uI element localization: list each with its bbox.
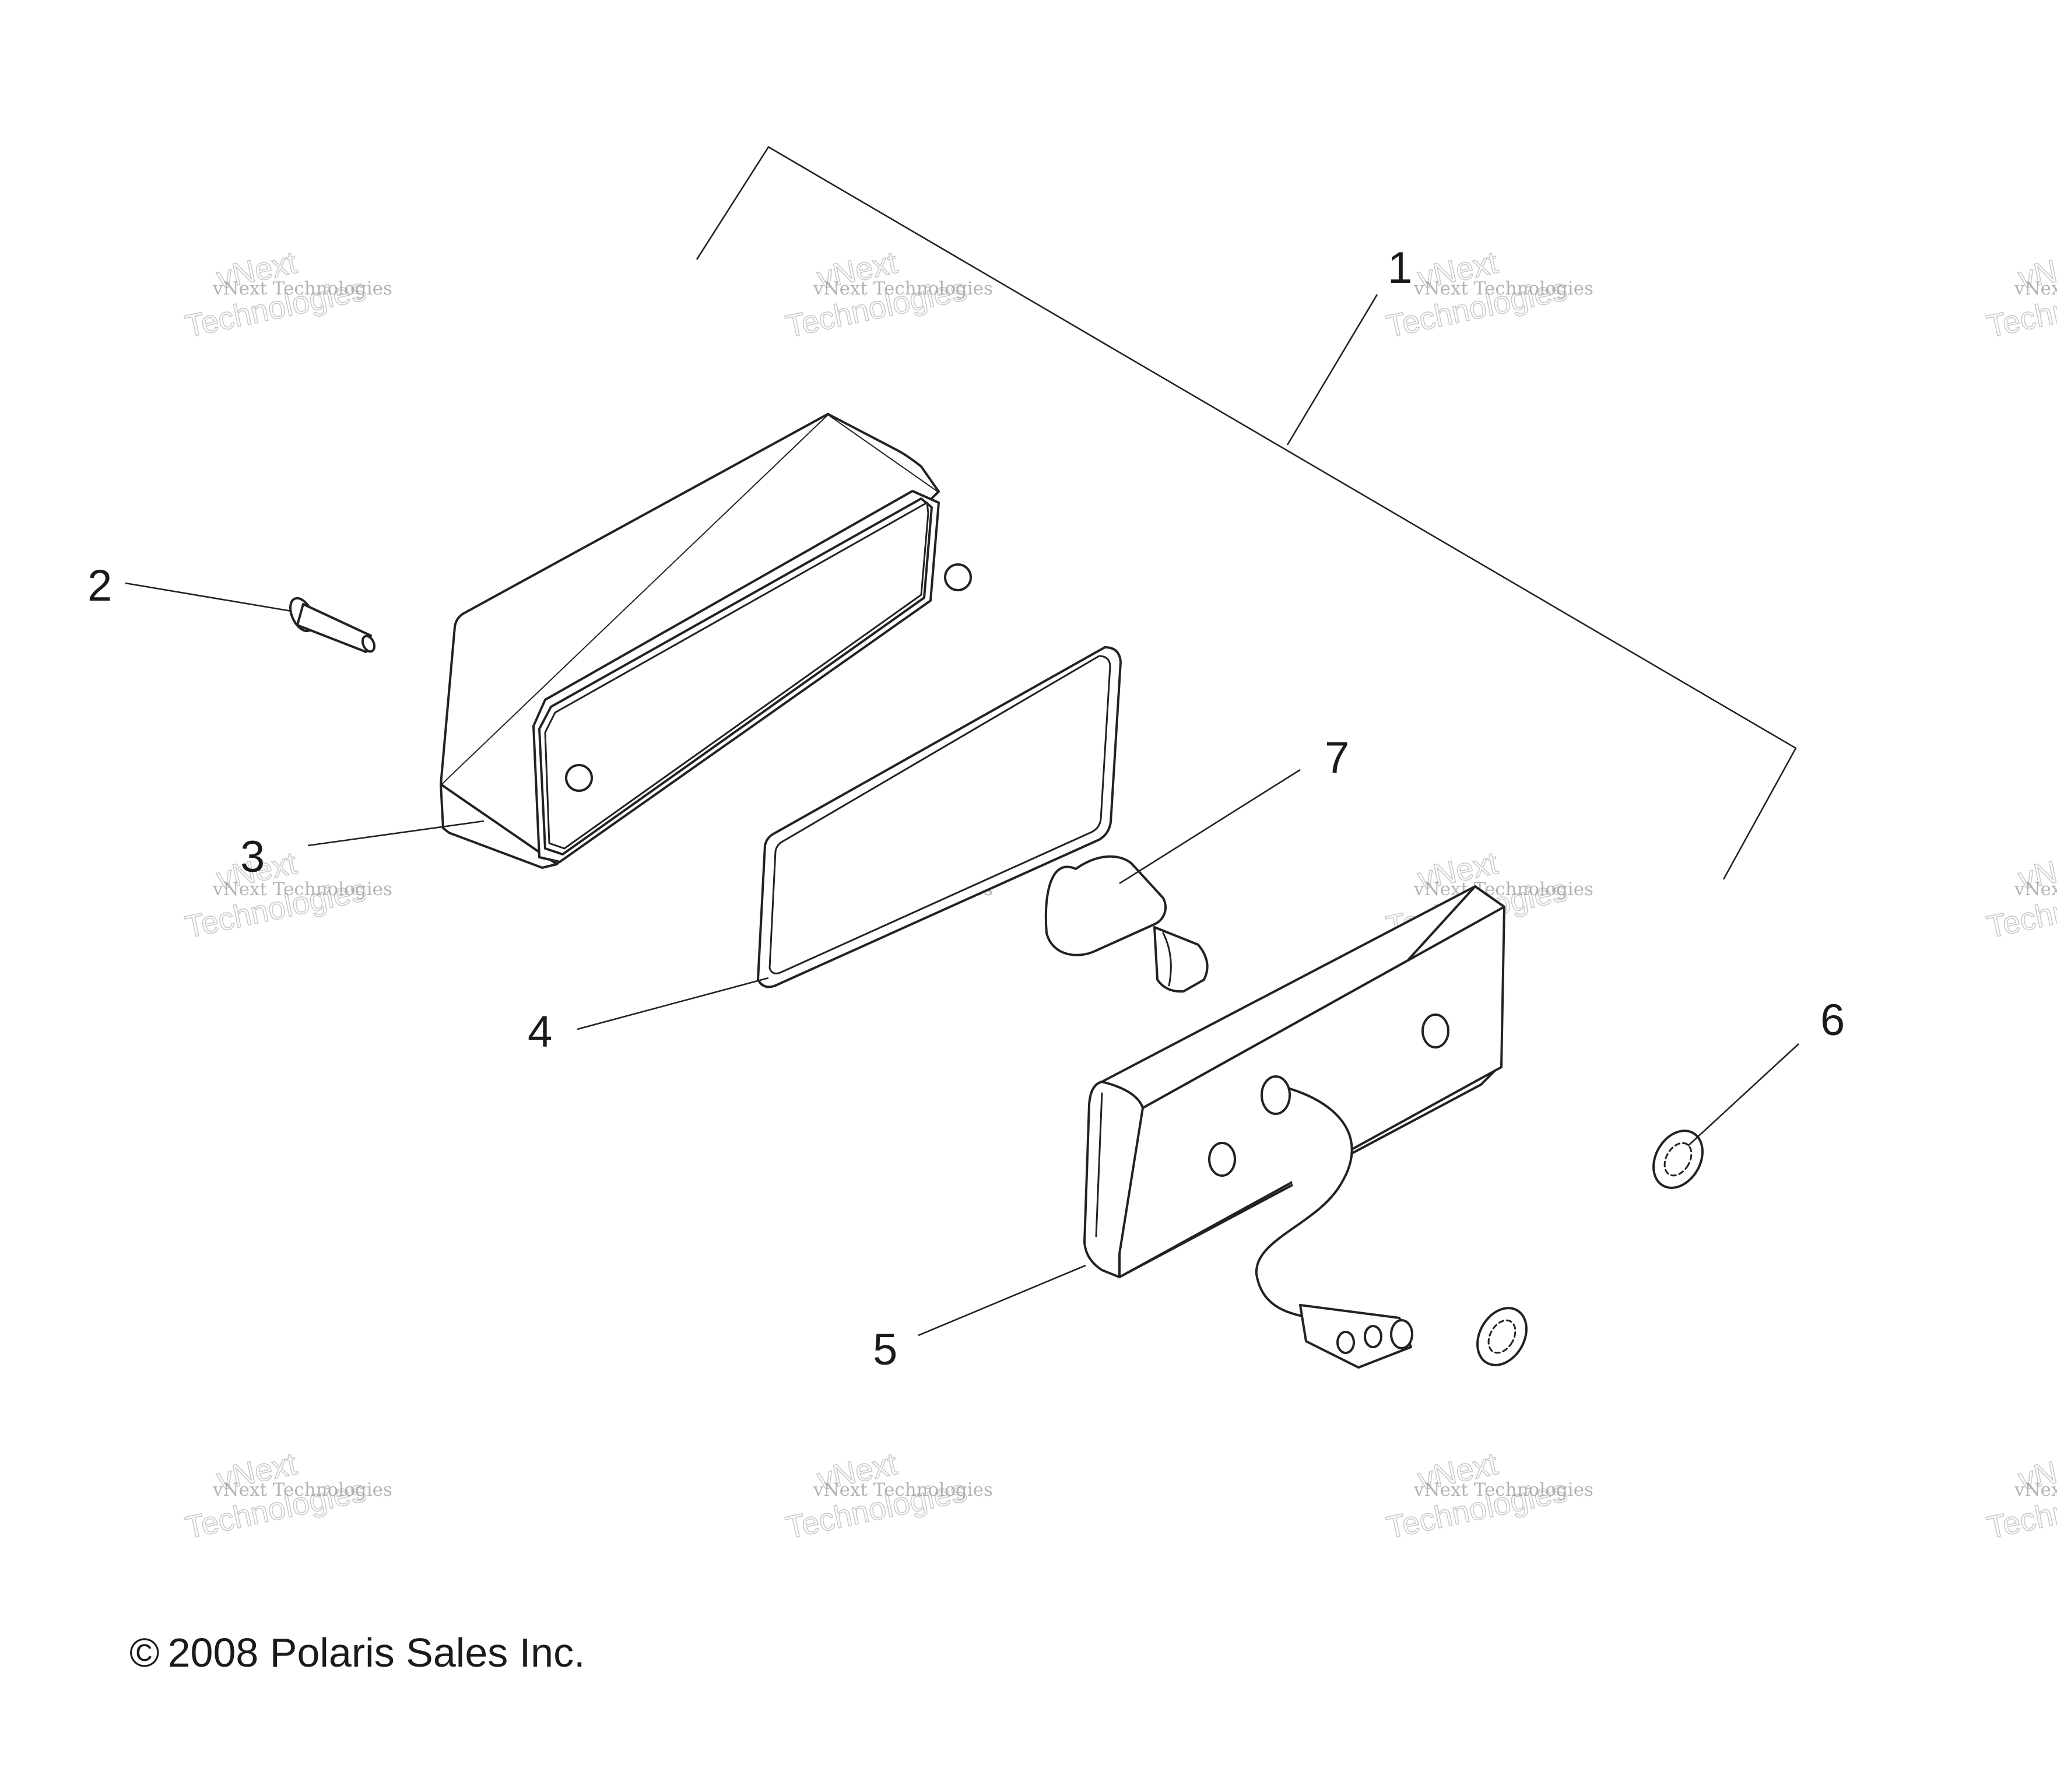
part-base (1083, 885, 1505, 1278)
watermark: vNext Technologies vNext Technologies (1984, 1446, 2057, 1546)
leader-line-3 (307, 820, 485, 847)
svg-text:©2008 Polaris Sales Inc.: ©2008 Polaris Sales Inc. (129, 1630, 585, 1675)
part-screw (289, 597, 376, 653)
watermark: vNext Technologies vNext Technologies (182, 1446, 392, 1546)
svg-text:vNext Technologies: vNext Technologies (212, 879, 392, 900)
svg-text:vNext Technologies: vNext Technologies (1413, 1479, 1593, 1500)
leader-line-1 (1286, 294, 1378, 446)
leader-line-6 (1687, 1043, 1799, 1146)
callout-4: 4 (528, 1007, 552, 1057)
callout-labels: 1 2 3 4 5 6 7 (87, 243, 1845, 1374)
leader-line-4 (577, 977, 769, 1030)
lock-washer (1476, 1307, 1528, 1366)
leader-lines (125, 582, 1799, 1337)
part-gasket (757, 646, 1122, 988)
leader-line-7 (1119, 769, 1301, 885)
watermark: vNext Technologies vNext Technologies (1984, 845, 2057, 945)
svg-text:vNext Technologies: vNext Technologies (813, 1479, 993, 1500)
callout-2: 2 (87, 561, 112, 611)
wire-harness (1255, 1075, 1413, 1369)
callout-5: 5 (873, 1325, 897, 1374)
svg-text:vNext Technologies: vNext Technologies (2014, 879, 2057, 900)
watermark: vNext Technologies vNext Technologies (1383, 1446, 1593, 1546)
svg-text:vNext Technologies: vNext Technologies (1413, 278, 1593, 299)
copyright-notice: ©2008 Polaris Sales Inc. (129, 1630, 585, 1675)
callout-1: 1 (1388, 243, 1412, 293)
part-lock-washers (1476, 1130, 1704, 1366)
svg-text:vNext Technologies: vNext Technologies (2014, 278, 2057, 299)
callout-6: 6 (1820, 995, 1845, 1045)
svg-text:vNext Technologies: vNext Technologies (212, 1479, 392, 1500)
svg-text:vNext Technologies: vNext Technologies (813, 278, 993, 299)
callout-7: 7 (1325, 733, 1349, 783)
watermark: vNext Technologies vNext Technologies (182, 845, 392, 945)
part-bulb (1044, 855, 1209, 993)
copyright-symbol: © (129, 1630, 160, 1675)
watermark: vNext Technologies vNext Technologies (782, 244, 993, 345)
callout-3: 3 (240, 832, 265, 882)
leader-line-2 (125, 582, 292, 612)
svg-text:vNext Technologies: vNext Technologies (2014, 1479, 2057, 1500)
watermark: vNext Technologies vNext Technologies (782, 1446, 993, 1546)
watermark: vNext Technologies vNext Technologies (1984, 244, 2057, 345)
copyright-text: 2008 Polaris Sales Inc. (168, 1630, 585, 1675)
watermark: vNext Technologies vNext Technologies (182, 244, 392, 345)
lock-washer (1652, 1130, 1704, 1189)
leader-line-5 (918, 1264, 1086, 1337)
assembly-bracket (696, 146, 1797, 880)
svg-text:vNext Technologies: vNext Technologies (212, 278, 392, 299)
svg-text:vNext Technologies: vNext Technologies (1413, 879, 1593, 900)
part-housing (440, 413, 972, 869)
